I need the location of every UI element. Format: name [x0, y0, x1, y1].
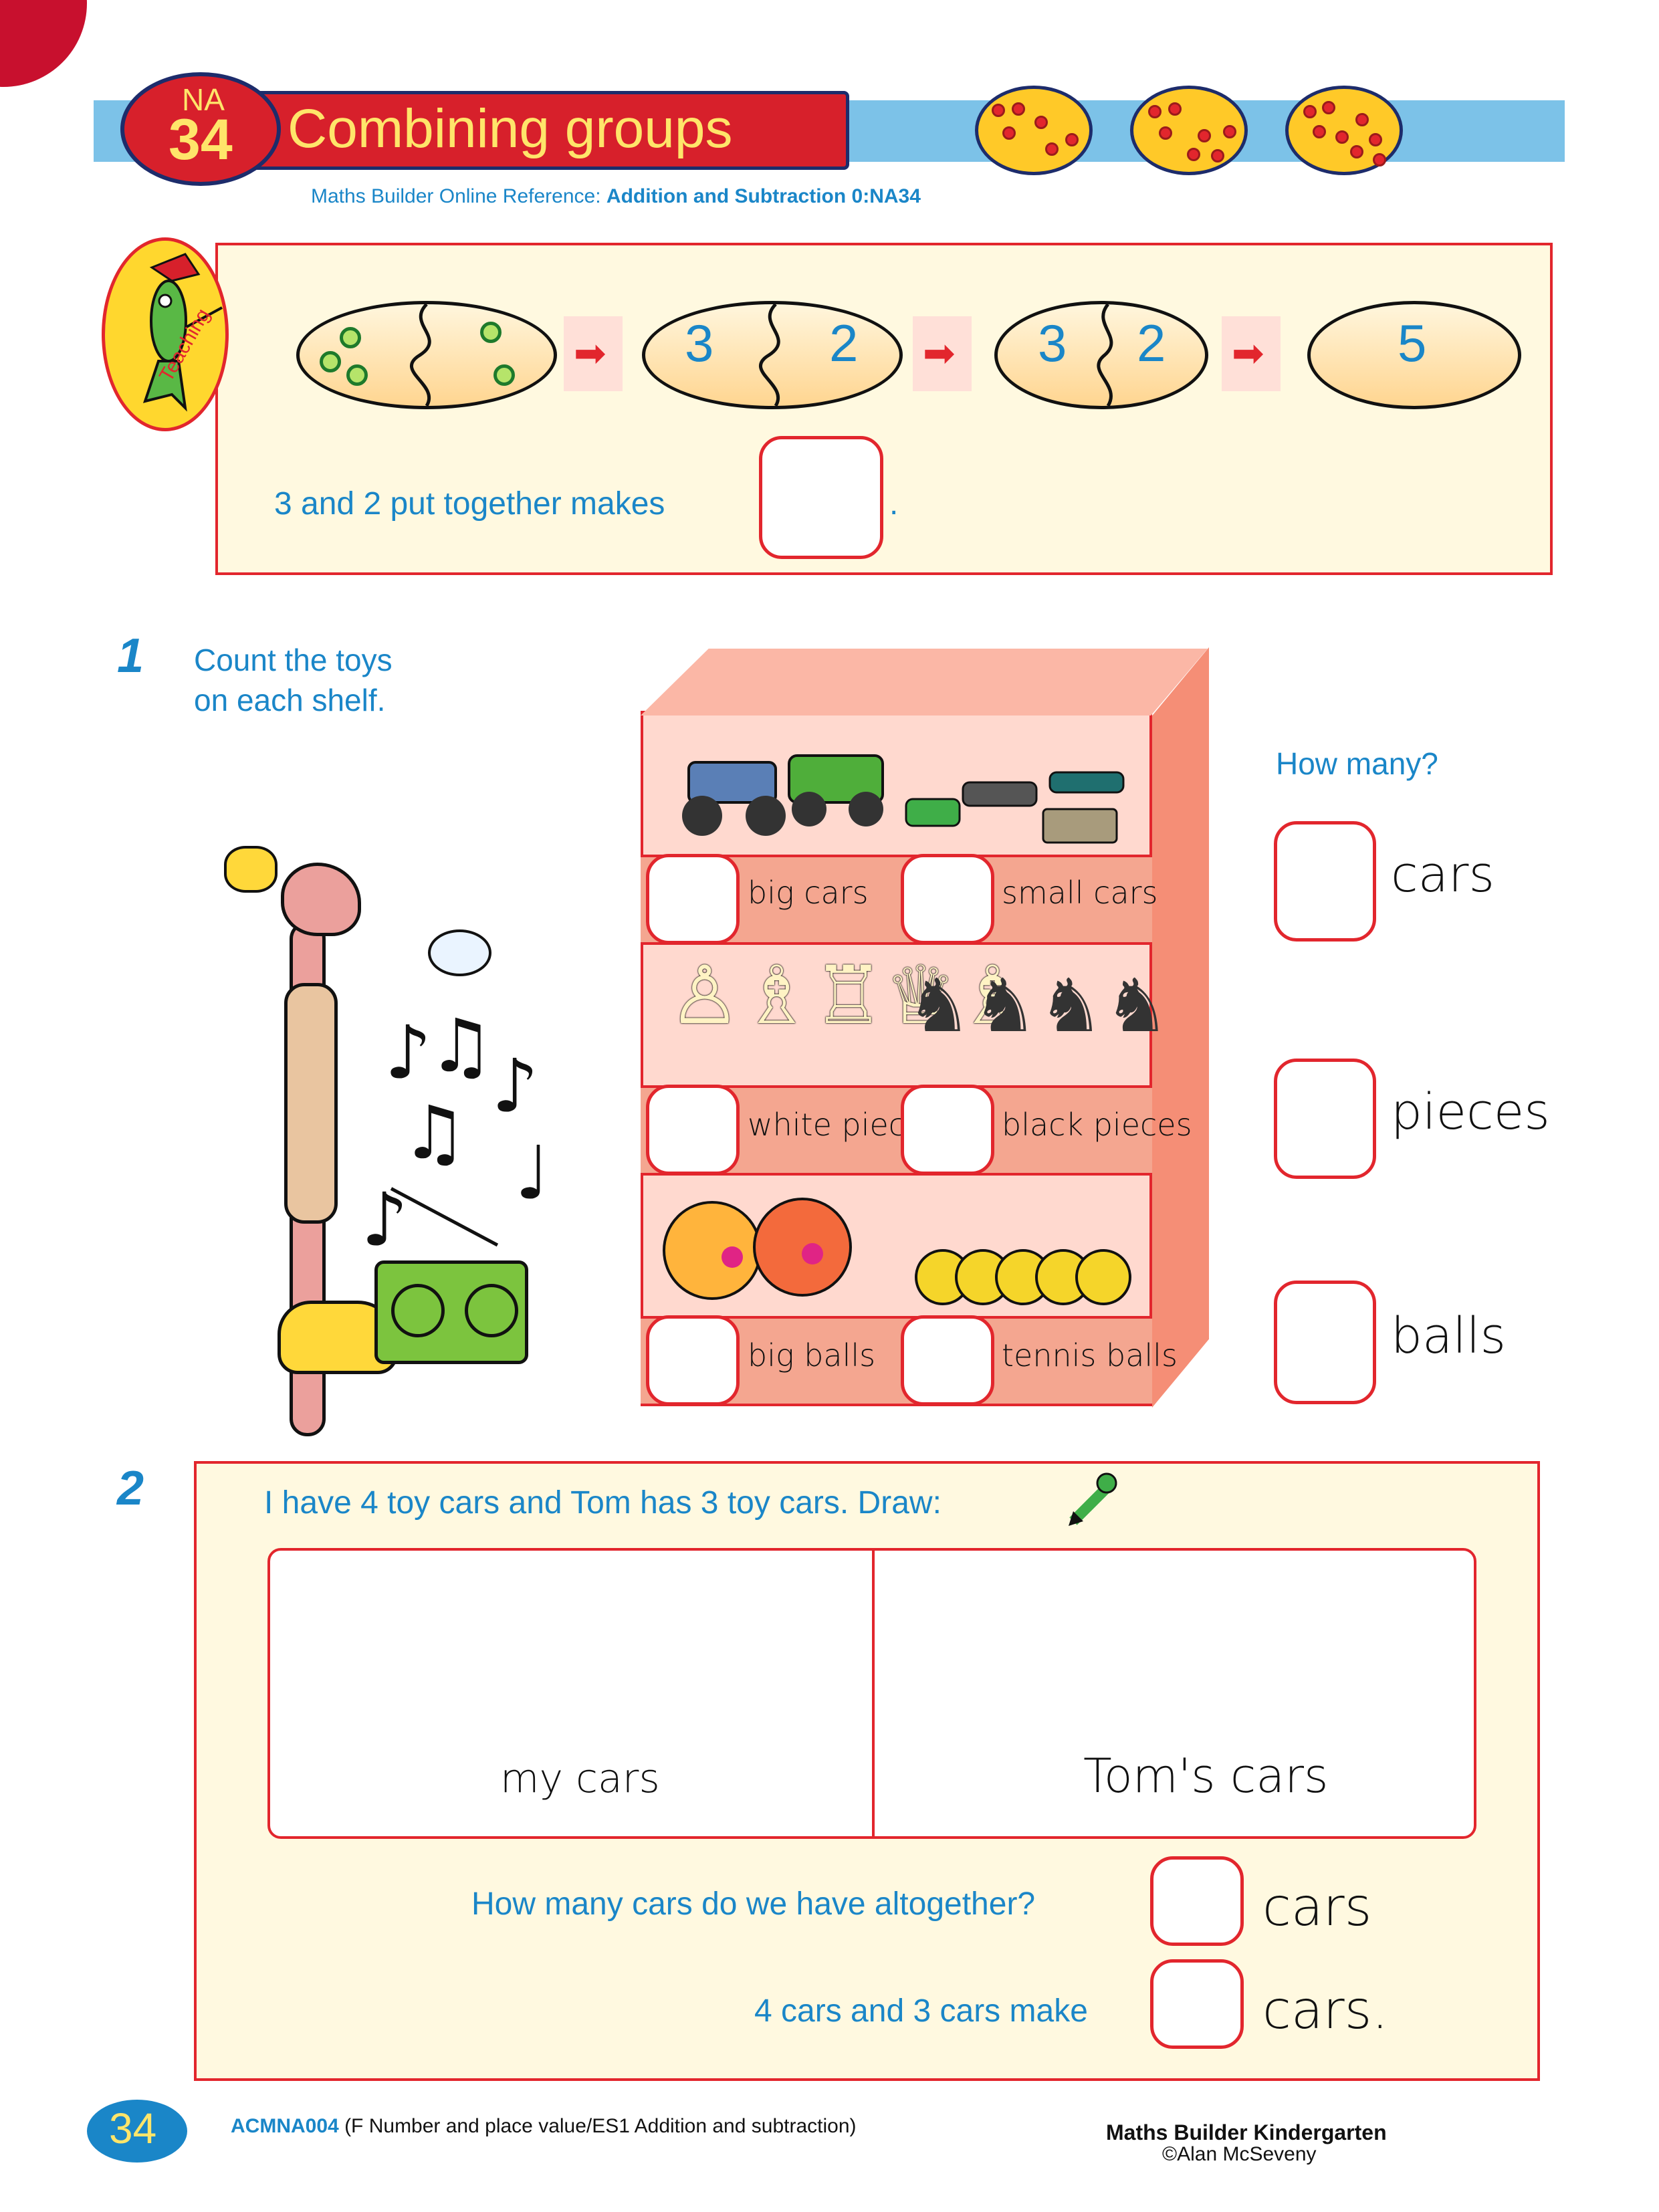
- answer-word: cars.: [1262, 1981, 1389, 2041]
- black-chess-pieces-icon: ♞♞♞♞: [906, 963, 1170, 1048]
- balls-total-answer-box[interactable]: [1274, 1281, 1376, 1404]
- how-many-label: How many?: [1276, 746, 1438, 781]
- my-cars-label: my cars: [500, 1755, 660, 1802]
- music-note-icon: ♫: [428, 1003, 494, 1089]
- music-note-icon: ♪: [491, 1043, 539, 1129]
- oval-right-number: 2: [829, 314, 859, 372]
- tennis-balls-answer-box[interactable]: [901, 1315, 994, 1406]
- question-number: 2: [117, 1462, 144, 1515]
- pieces-total-answer-box[interactable]: [1274, 1059, 1376, 1179]
- toms-cars-label: Tom's cars: [1083, 1749, 1329, 1803]
- music-note-icon: ♫: [401, 1090, 467, 1176]
- big-cars-answer-box[interactable]: [646, 854, 740, 944]
- music-note-icon: ♪: [384, 1010, 432, 1095]
- group-oval: [994, 301, 1208, 409]
- bow-icon: [224, 846, 278, 893]
- worm-head: [281, 863, 361, 936]
- lesson-badge: [120, 72, 281, 186]
- teaching-answer-box[interactable]: [759, 436, 883, 559]
- lesson-prefix: NA: [182, 82, 225, 117]
- arrow-tile: [564, 316, 623, 391]
- q1-instruction-line2: on each shelf.: [194, 683, 386, 717]
- shelf-top: [641, 649, 1208, 715]
- shelf-side: [1152, 647, 1209, 1408]
- fish-teacher-icon: [142, 253, 223, 412]
- music-note-icon: ♪: [361, 1177, 409, 1262]
- radio-icon: [374, 1260, 528, 1364]
- copyright: ©Alan McSeveny: [1162, 2143, 1317, 2165]
- oval-left-number: 3: [685, 314, 714, 372]
- oval-left-number: 3: [1038, 314, 1067, 372]
- q2-question-make: 4 cars and 3 cars make: [754, 1993, 1088, 2029]
- black-pieces-answer-box[interactable]: [901, 1085, 994, 1175]
- make-answer-box[interactable]: [1150, 1959, 1244, 2049]
- right-arrow-icon: ➡: [1232, 332, 1264, 375]
- big-balls-answer-box[interactable]: [646, 1315, 740, 1406]
- corner-tab: [0, 0, 87, 87]
- q1-instruction-line1: Count the toys: [194, 643, 393, 677]
- oval-total-number: 5: [1398, 314, 1427, 372]
- answer-word: pieces: [1391, 1083, 1550, 1141]
- right-arrow-icon: ➡: [923, 332, 956, 375]
- arrow-tile: [1222, 316, 1281, 391]
- curriculum-reference: ACMNA004 (F Number and place value/ES1 A…: [231, 2115, 857, 2138]
- music-note-icon: ♩: [515, 1130, 550, 1216]
- decorative-egg-icon: [1130, 86, 1248, 175]
- curriculum-text: (F Number and place value/ES1 Addition a…: [344, 2115, 857, 2137]
- right-arrow-icon: ➡: [574, 332, 606, 375]
- q2-question-altogether: How many cars do we have altogether?: [471, 1886, 1036, 1922]
- page-number-badge: [87, 2100, 187, 2163]
- shelf-label: big cars: [748, 875, 869, 911]
- page-title: Combining groups: [288, 98, 733, 159]
- teaching-sentence: 3 and 2 put together makes: [274, 486, 665, 522]
- shelf-label: small cars: [1002, 875, 1158, 911]
- answer-word: balls: [1391, 1307, 1506, 1365]
- q2-instruction: I have 4 toy cars and Tom has 3 toy cars…: [264, 1485, 942, 1521]
- page-number: 34: [109, 2104, 157, 2152]
- decorative-egg-icon: [975, 86, 1093, 175]
- small-cars-answer-box[interactable]: [901, 854, 994, 944]
- total-oval: [1307, 301, 1521, 409]
- reference-value: Addition and Subtraction 0:NA34: [606, 185, 921, 207]
- oval-right-number: 2: [1137, 314, 1166, 372]
- worm-sweater: [284, 983, 338, 1224]
- shelf-label: big balls: [748, 1337, 876, 1373]
- balls-icon: [663, 1198, 1131, 1305]
- group-oval: [296, 301, 557, 409]
- shelf-label: black pieces: [1002, 1107, 1192, 1143]
- answer-word: cars: [1391, 846, 1495, 903]
- title-plate: [234, 91, 849, 170]
- teaching-badge: [102, 237, 229, 431]
- group-oval: [642, 301, 903, 409]
- arrow-tile: [913, 316, 972, 391]
- puff-cloud-icon: [428, 929, 491, 976]
- white-pieces-answer-box[interactable]: [646, 1085, 740, 1175]
- drawing-divider: [872, 1549, 875, 1838]
- cars-total-answer-box[interactable]: [1274, 821, 1376, 942]
- shelf-label: tennis balls: [1002, 1337, 1178, 1373]
- white-chess-pieces-icon: ♙♗♖♕♗: [669, 950, 1028, 1042]
- lesson-number: 34: [169, 108, 233, 172]
- book-title: Maths Builder Kindergarten: [1106, 2120, 1387, 2144]
- answer-word: cars: [1262, 1878, 1372, 1938]
- reference-label: Maths Builder Online Reference:: [311, 185, 601, 207]
- online-reference: Maths Builder Online Reference: Addition…: [311, 185, 921, 208]
- toy-cars-icon: [682, 754, 1125, 844]
- pencil-icon: [1069, 1472, 1117, 1526]
- question-number: 1: [117, 629, 144, 683]
- curriculum-code: ACMNA004: [231, 2115, 339, 2137]
- sentence-period: .: [889, 486, 899, 522]
- altogether-answer-box[interactable]: [1150, 1856, 1244, 1946]
- decorative-egg-icon: [1285, 86, 1403, 175]
